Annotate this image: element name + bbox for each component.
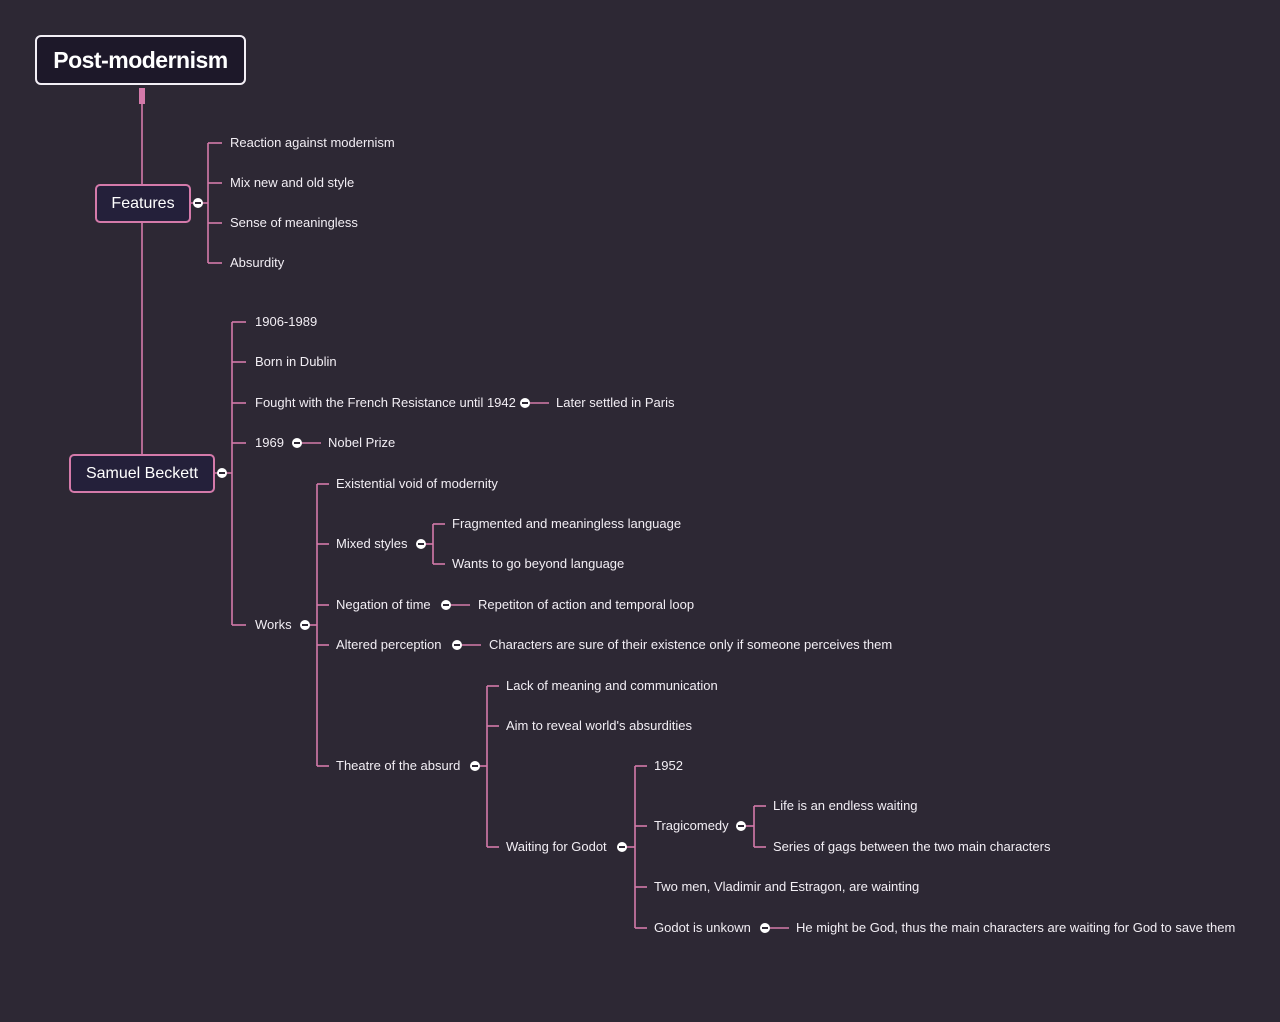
beckett-paris[interactable]: Later settled in Paris (556, 395, 675, 410)
topic-features[interactable]: Features (95, 184, 191, 223)
beckett-works[interactable]: Works (255, 617, 292, 632)
topic-samuel-beckett[interactable]: Samuel Beckett (69, 454, 215, 493)
feature-item[interactable]: Absurdity (230, 255, 285, 270)
collapse-features-button[interactable] (193, 198, 203, 208)
works-fragmented[interactable]: Fragmented and meaningless language (452, 516, 682, 531)
theatre-aim[interactable]: Aim to reveal world's absurdities (506, 718, 692, 733)
collapse-beckett-button[interactable] (217, 468, 227, 478)
collapse-theatre-button[interactable] (470, 761, 480, 771)
theatre-godot[interactable]: Waiting for Godot (506, 839, 607, 854)
collapse-godot-unknown-button[interactable] (760, 923, 770, 933)
works-repetition[interactable]: Repetiton of action and temporal loop (478, 597, 695, 612)
godot-unknown[interactable]: Godot is unkown (654, 920, 751, 935)
godot-endless[interactable]: Life is an endless waiting (773, 798, 918, 813)
collapse-fought-button[interactable] (520, 398, 530, 408)
collapse-tragicomedy-button[interactable] (736, 821, 746, 831)
godot-gags[interactable]: Series of gags between the two main char… (773, 839, 1051, 854)
works-altered[interactable]: Altered perception (336, 637, 442, 652)
works-characters[interactable]: Characters are sure of their existence o… (489, 637, 893, 652)
beckett-nobel[interactable]: Nobel Prize (328, 435, 396, 450)
collapse-godot-button[interactable] (617, 842, 627, 852)
beckett-fought[interactable]: Fought with the French Resistance until … (255, 395, 516, 410)
works-theatre[interactable]: Theatre of the absurd (336, 758, 461, 773)
beckett-dates[interactable]: 1906-1989 (255, 314, 318, 329)
feature-item[interactable]: Reaction against modernism (230, 135, 395, 150)
godot-god[interactable]: He might be God, thus the main character… (796, 920, 1236, 935)
collapse-1969-button[interactable] (292, 438, 302, 448)
collapse-mixed-styles-button[interactable] (416, 539, 426, 549)
collapse-negation-button[interactable] (441, 600, 451, 610)
godot-two-men[interactable]: Two men, Vladimir and Estragon, are wain… (654, 879, 920, 894)
works-void[interactable]: Existential void of modernity (336, 476, 498, 491)
collapse-altered-button[interactable] (452, 640, 462, 650)
works-mixed-styles[interactable]: Mixed styles (336, 536, 408, 551)
beckett-1969[interactable]: 1969 (255, 435, 284, 450)
feature-item[interactable]: Sense of meaningless (230, 215, 358, 230)
godot-year[interactable]: 1952 (654, 758, 683, 773)
feature-item[interactable]: Mix new and old style (230, 175, 355, 190)
beckett-born[interactable]: Born in Dublin (255, 354, 337, 369)
root-topic[interactable]: Post-modernism (35, 35, 246, 85)
theatre-lack[interactable]: Lack of meaning and communication (506, 678, 718, 693)
collapse-works-button[interactable] (300, 620, 310, 630)
works-negation[interactable]: Negation of time (336, 597, 431, 612)
godot-tragicomedy[interactable]: Tragicomedy (654, 818, 729, 833)
works-beyond[interactable]: Wants to go beyond language (452, 556, 625, 571)
